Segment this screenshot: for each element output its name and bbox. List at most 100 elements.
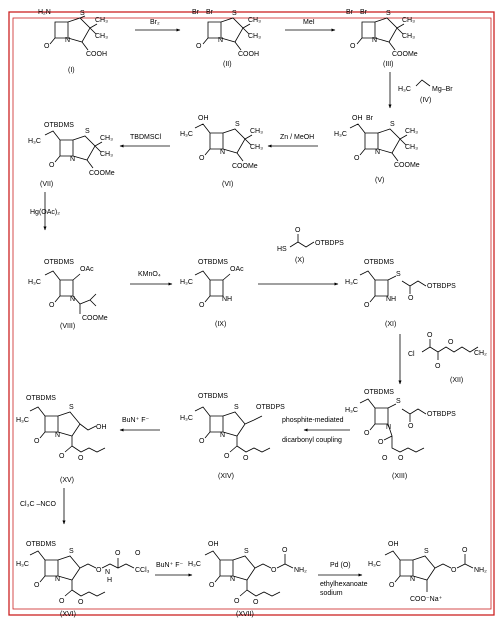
compound-XIV-atom: O	[199, 438, 205, 445]
compound-III-atom: Br	[360, 9, 368, 16]
compound-XIV-atom: N	[220, 432, 225, 439]
compound-V-atom: COOMe	[394, 162, 420, 169]
compound-III-label: (III)	[383, 61, 394, 68]
compound-VI-atom: CH₃	[250, 144, 263, 151]
compound-III-atom: COOMe	[392, 51, 418, 58]
compound-II-atom: S	[232, 10, 237, 17]
reagent-dicarbonyl: dicarbonyl coupling	[282, 437, 342, 444]
compound-III-atom: N	[372, 37, 377, 44]
compound-XVI-atom: O	[59, 598, 65, 605]
reagent-zn-meoh: Zn / MeOH	[280, 134, 314, 141]
compound-II-atom: Br	[206, 9, 214, 16]
compound-V-atom: S	[390, 121, 395, 128]
compound-III-atom: CH₃	[402, 33, 415, 40]
compound-X: HS O OTBDPS (X)	[277, 227, 344, 264]
reagent-mei: MeI	[303, 19, 315, 26]
compound-XI-atom: NH	[386, 296, 396, 303]
compound-XIII-atom: N	[386, 424, 391, 431]
compound-VII-atom: O	[49, 162, 55, 169]
compound-XII-label: (XII)	[450, 377, 463, 384]
compound-XVII: OH H₃C S O O NH₂ N O O O (XVII)	[188, 541, 307, 618]
compound-XVII-atom: O	[253, 599, 259, 606]
compound-XIV: OTBDMS S OTBDPS H₃C N O O O (XIV)	[180, 393, 285, 480]
compound-X-atom: O	[295, 227, 301, 234]
compound-VI-atom: S	[235, 121, 240, 128]
compound-XVII-atom: NH₂	[294, 567, 307, 574]
compound-XIII-atom: O	[364, 430, 370, 437]
outer-frame	[8, 11, 495, 616]
reagent-tbdmscl: TBDMSCl	[130, 134, 162, 141]
compound-V-atom: Br	[366, 115, 374, 122]
compound-II-atom: N	[218, 37, 223, 44]
compound-V: OH Br H₃C S N O COOMe CH₃ CH₃ (V)	[334, 115, 420, 184]
compound-VII-atom: CH₃	[100, 151, 113, 158]
compound-VI-atom: H₃C	[180, 131, 193, 138]
compound-XVII-atom: OH	[208, 541, 219, 548]
compound-VII-atom: COOMe	[89, 170, 115, 177]
compound-I-atom: S	[80, 10, 85, 17]
compound-II-atom: CH₃	[248, 17, 261, 24]
compound-XVI-atom: N	[55, 576, 60, 583]
compound-VIII-atom: O	[49, 302, 55, 309]
compound-III-atom: S	[386, 10, 391, 17]
compound-VII: OTBDMS H₃C S N O COOMe CH₃ CH₃ (VII)	[28, 122, 115, 188]
compound-II: Br Br S N O COOH CH₃ CH₃ (II)	[192, 9, 261, 68]
compound-XIII-atom: S	[396, 398, 401, 405]
compound-XI-atom: S	[396, 271, 401, 278]
compound-II-label: (II)	[223, 61, 232, 68]
compound-XVI-atom: CCl₃	[135, 567, 150, 574]
compound-IV: H₃C Mg–Br (IV)	[398, 79, 453, 104]
compound-VIII-label: (VIII)	[60, 323, 75, 330]
compound-XI-atom: O	[364, 302, 370, 309]
compound-XIV-atom: OTBDPS	[256, 404, 285, 411]
compound-XIII-atom: O	[378, 439, 384, 446]
compound-V-atom: N	[375, 149, 380, 156]
compound-XVI-label: (XVI)	[60, 611, 76, 618]
compound-XI-atom: O	[408, 295, 414, 302]
compound-VIII-atom: OAc	[80, 266, 94, 273]
compound-II-atom: COOH	[238, 51, 259, 58]
compound-IX: OTBDMS OAc H₃C NH O (IX)	[180, 259, 244, 328]
compound-XVIII-atom: O	[389, 582, 395, 589]
compound-IX-atom: OAc	[230, 266, 244, 273]
compound-VII-atom: N	[70, 156, 75, 163]
compound-II-atom: Br	[192, 9, 200, 16]
compound-XIV-atom: O	[224, 453, 230, 460]
compound-XIV-atom: OTBDMS	[198, 393, 228, 400]
compound-VII-atom: H₃C	[28, 138, 41, 145]
compound-XVI-atom: H₃C	[16, 561, 29, 568]
compound-XVIII-atom: H₃C	[368, 561, 381, 568]
compound-XV-atom: H₃C	[16, 417, 29, 424]
compound-VI: OH H₃C S N O COOMe CH₃ CH₃ (VI)	[180, 115, 263, 188]
compound-XVII-atom: H₃C	[188, 561, 201, 568]
compound-XIII-atom: OTBDMS	[364, 389, 394, 396]
compound-XIII-atom: OTBDPS	[427, 411, 456, 418]
compound-I-label: (I)	[68, 67, 75, 74]
compound-XIII-atom: H₃C	[345, 407, 358, 414]
compound-VII-atom: CH₃	[100, 135, 113, 142]
compound-XVI-atom: N	[105, 569, 110, 576]
compound-XIV-atom: H₃C	[180, 415, 193, 422]
compound-XI-label: (XI)	[385, 321, 396, 328]
compound-VII-atom: S	[85, 128, 90, 135]
compound-V-label: (V)	[375, 177, 384, 184]
compound-XI: OTBDMS S O OTBDPS H₃C NH O (XI)	[345, 259, 456, 328]
compound-XV-atom: OTBDMS	[26, 395, 56, 402]
compound-III-atom: CH₃	[402, 17, 415, 24]
compound-VIII-atom: H₃C	[28, 279, 41, 286]
reagent-cl3c-nco: Cl₃C –NCO	[20, 501, 56, 508]
compound-XI-atom: OTBDMS	[364, 259, 394, 266]
reagent-sodium: sodium	[320, 590, 343, 597]
compound-V-atom: O	[354, 155, 360, 162]
compound-I-atom: CH₃	[95, 17, 108, 24]
compound-III-atom: O	[350, 43, 356, 50]
reagent-br2: Br₂	[150, 19, 160, 26]
compound-XVI: OTBDMS H₃C S O O O N H CCl₃ N O O O (XVI…	[16, 541, 150, 618]
compound-XII-atom: Cl	[408, 351, 415, 358]
compound-I-atom: O	[44, 43, 50, 50]
compound-IX-atom: NH	[222, 296, 232, 303]
compound-I-atom: CH₃	[95, 33, 108, 40]
compound-I-atom: N	[65, 37, 70, 44]
compound-XV-atom: O	[59, 453, 65, 460]
